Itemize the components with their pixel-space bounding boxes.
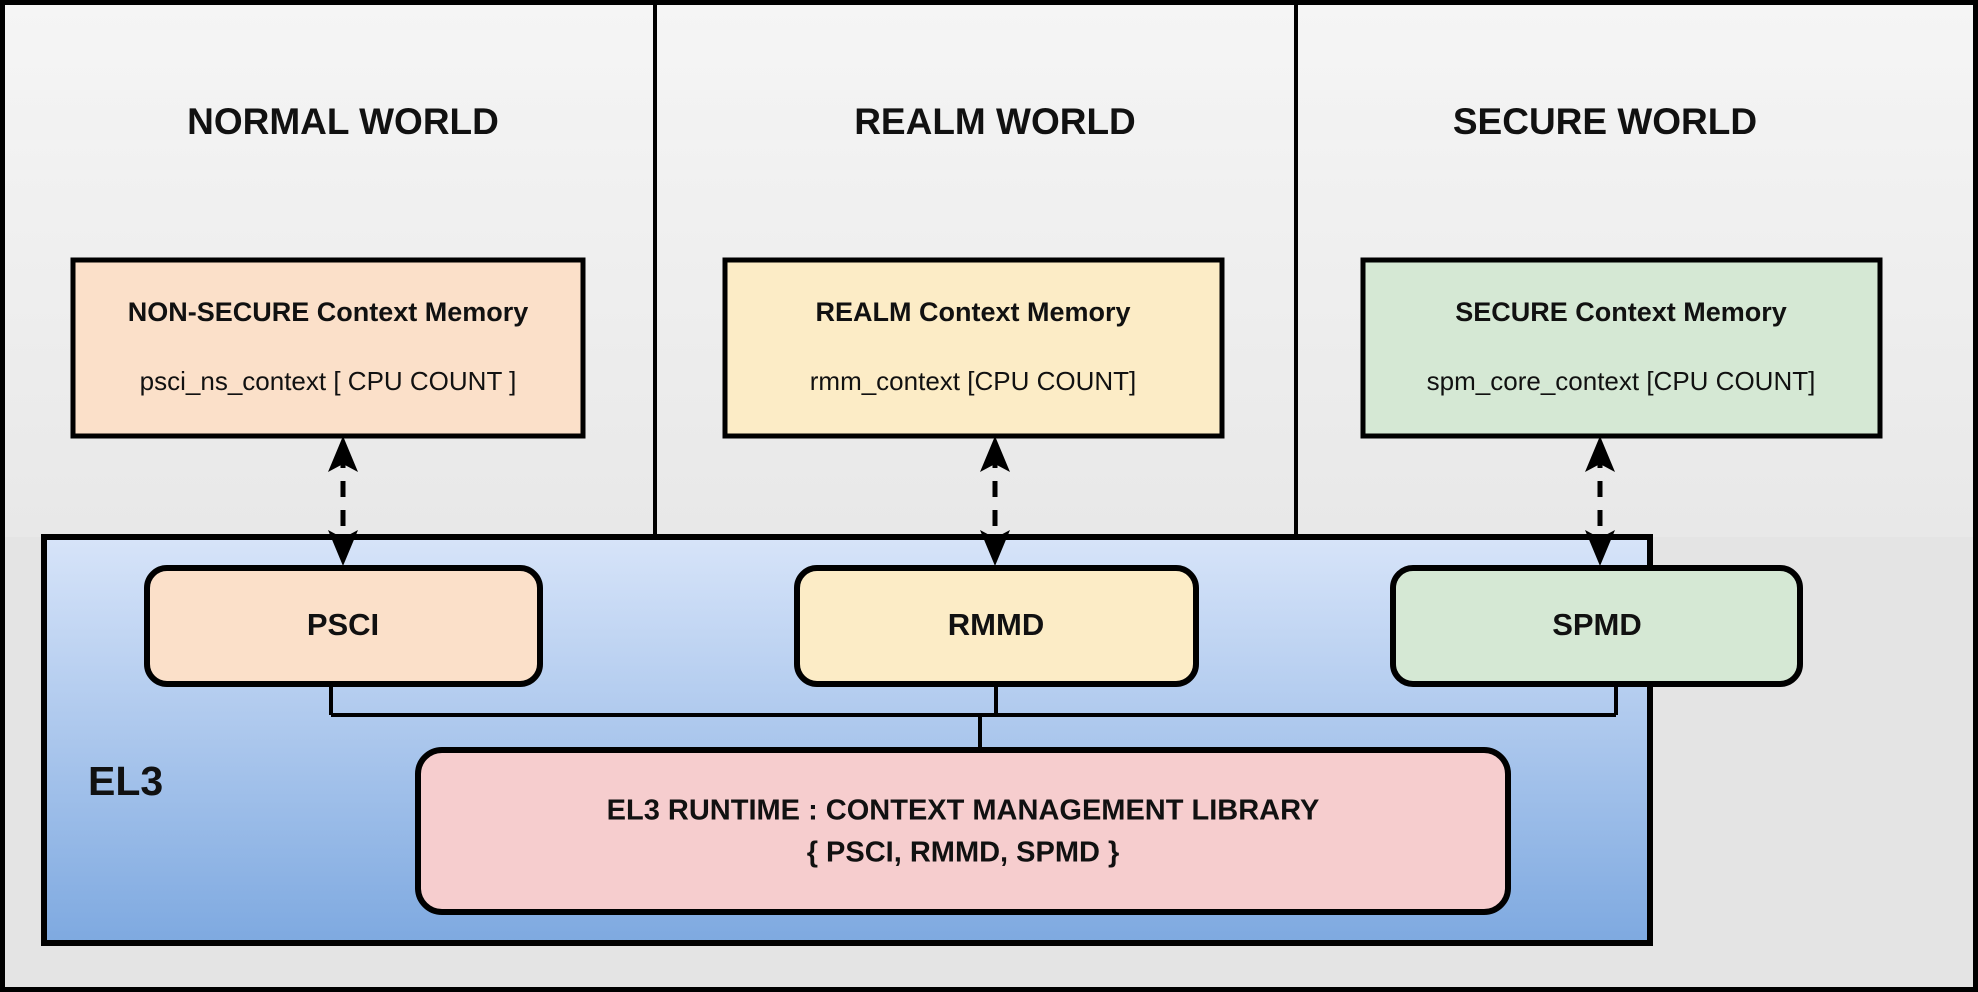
memory-box-non-secure-title: NON-SECURE Context Memory [128, 297, 529, 327]
dispatcher-rmmd[interactable]: RMMD [794, 565, 1199, 687]
context-link-secure-arrow-up [1585, 436, 1615, 472]
context-link-secure-arrow-down [1585, 530, 1615, 566]
memory-box-secure-title: SECURE Context Memory [1455, 297, 1787, 327]
dispatcher-spmd-label: SPMD [1552, 607, 1642, 642]
memory-box-non-secure[interactable]: NON-SECURE Context Memory psci_ns_contex… [70, 257, 586, 439]
memory-box-secure-rect [1360, 257, 1883, 439]
el3-runtime-library-line1: EL3 RUNTIME : CONTEXT MANAGEMENT LIBRARY [607, 795, 1320, 827]
memory-box-secure-subtitle: spm_core_context [CPU COUNT] [1427, 366, 1816, 396]
dispatcher-psci[interactable]: PSCI [144, 565, 543, 687]
el3-runtime-library-rect [415, 747, 1511, 915]
memory-box-non-secure-rect [70, 257, 586, 439]
memory-box-realm-subtitle: rmm_context [CPU COUNT] [810, 366, 1137, 396]
dispatcher-psci-label: PSCI [307, 607, 379, 642]
dispatcher-spmd-rect [1390, 565, 1803, 687]
runtime-connector-bus [329, 684, 1618, 752]
el3-runtime-library-box[interactable]: EL3 RUNTIME : CONTEXT MANAGEMENT LIBRARY… [415, 747, 1511, 915]
world-title-realm: REALM WORLD [854, 101, 1136, 142]
context-link-normal-arrow-down [328, 530, 358, 566]
memory-box-secure[interactable]: SECURE Context Memory spm_core_context [… [1360, 257, 1883, 439]
memory-box-realm-rect [722, 257, 1225, 439]
memory-box-non-secure-subtitle: psci_ns_context [ CPU COUNT ] [140, 366, 517, 396]
dispatcher-spmd[interactable]: SPMD [1390, 565, 1803, 687]
world-title-normal: NORMAL WORLD [187, 101, 499, 142]
dispatcher-psci-rect [144, 565, 543, 687]
context-link-normal-arrow-up [328, 436, 358, 472]
context-link-arrows [328, 436, 1615, 566]
context-link-realm-arrow-up [980, 436, 1010, 472]
context-link-realm-arrow-down [980, 530, 1010, 566]
memory-box-realm-title: REALM Context Memory [815, 297, 1130, 327]
dispatcher-rmmd-label: RMMD [948, 607, 1044, 642]
el3-runtime-library-line2: { PSCI, RMMD, SPMD } [807, 837, 1120, 869]
world-title-secure: SECURE WORLD [1453, 101, 1757, 142]
el3-label: EL3 [88, 758, 163, 804]
memory-box-realm[interactable]: REALM Context Memory rmm_context [CPU CO… [722, 257, 1225, 439]
